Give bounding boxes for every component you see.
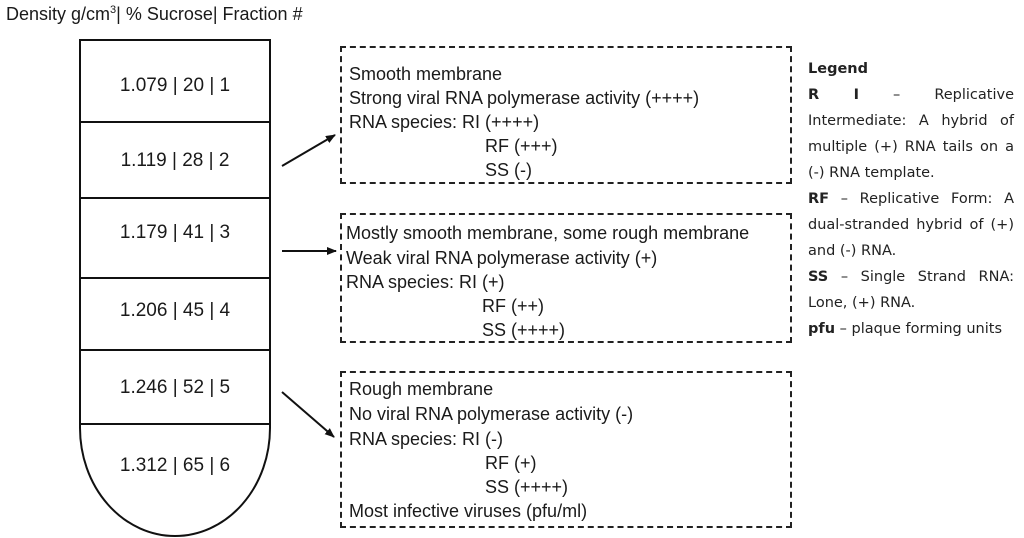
box-line: RNA species: RI (-) bbox=[349, 429, 504, 449]
box-line: Mostly smooth membrane, some rough membr… bbox=[346, 223, 750, 243]
fraction-3-description-box: Mostly smooth membrane, some rough membr… bbox=[340, 213, 792, 343]
fraction-label: 1.206 | 45 | 4 bbox=[119, 300, 231, 321]
legend-text: – Single Strand RNA: Lone, (+) RNA. bbox=[808, 269, 1014, 311]
fraction-2-description-box: Smooth membrane Strong viral RNA polymer… bbox=[340, 46, 792, 184]
legend: Legend R I – Replicative Intermediate: A… bbox=[808, 56, 1014, 342]
box-line: Strong viral RNA polymerase activity (++… bbox=[349, 88, 700, 108]
fraction-label: 1.179 | 41 | 3 bbox=[119, 222, 231, 243]
legend-term: pfu bbox=[808, 321, 836, 337]
box-line: RF (+) bbox=[485, 453, 537, 473]
tube-outline bbox=[79, 39, 271, 537]
arrow-fraction-2 bbox=[281, 134, 336, 167]
box-line: SS (-) bbox=[485, 160, 532, 180]
box-line: SS (++++) bbox=[482, 320, 566, 340]
legend-text: – plaque forming units bbox=[835, 321, 1003, 337]
legend-entry-pfu: pfu – plaque forming units bbox=[808, 316, 1014, 342]
fraction-label: 1.246 | 52 | 5 bbox=[119, 377, 231, 398]
arrow-fraction-5 bbox=[281, 391, 335, 438]
box-line: Weak viral RNA polymerase activity (+) bbox=[346, 248, 658, 268]
box-line: SS (++++) bbox=[485, 477, 569, 497]
box-line: RF (+++) bbox=[485, 136, 558, 156]
fraction-label: 1.119 | 28 | 2 bbox=[120, 150, 230, 171]
legend-term: R I bbox=[808, 87, 860, 103]
box-line: No viral RNA polymerase activity (-) bbox=[349, 404, 634, 424]
legend-title: Legend bbox=[808, 61, 868, 77]
box-line: RF (++) bbox=[482, 296, 545, 316]
header-superscript: 3 bbox=[110, 4, 117, 16]
legend-term: RF bbox=[808, 191, 830, 207]
legend-text: – Replicative Form: A dual-stranded hybr… bbox=[808, 191, 1014, 259]
header-text-rest: | % Sucrose| Fraction # bbox=[116, 4, 303, 24]
box-line: Rough membrane bbox=[349, 379, 494, 399]
box-line: RNA species: RI (++++) bbox=[349, 112, 540, 132]
legend-text: – Replicative Intermediate: A hybrid of … bbox=[808, 87, 1015, 181]
legend-entry-rf: RF – Replicative Form: A dual-stranded h… bbox=[808, 186, 1014, 264]
box-line: RNA species: RI (+) bbox=[346, 272, 505, 292]
legend-entry-ss: SS – Single Strand RNA: Lone, (+) RNA. bbox=[808, 264, 1014, 316]
fraction-label: 1.079 | 20 | 1 bbox=[119, 75, 231, 96]
fraction-5-description-box: Rough membrane No viral RNA polymerase a… bbox=[340, 371, 792, 528]
legend-term: SS bbox=[808, 269, 829, 285]
box-line: Smooth membrane bbox=[349, 64, 503, 84]
header-text: Density g/cm bbox=[6, 4, 111, 24]
legend-entry-ri: R I – Replicative Intermediate: A hybrid… bbox=[808, 82, 1014, 186]
header-title: Density g/cm3| % Sucrose| Fraction # bbox=[6, 4, 303, 25]
fraction-label: 1.312 | 65 | 6 bbox=[119, 455, 231, 476]
box-line: Most infective viruses (pfu/ml) bbox=[349, 501, 588, 521]
